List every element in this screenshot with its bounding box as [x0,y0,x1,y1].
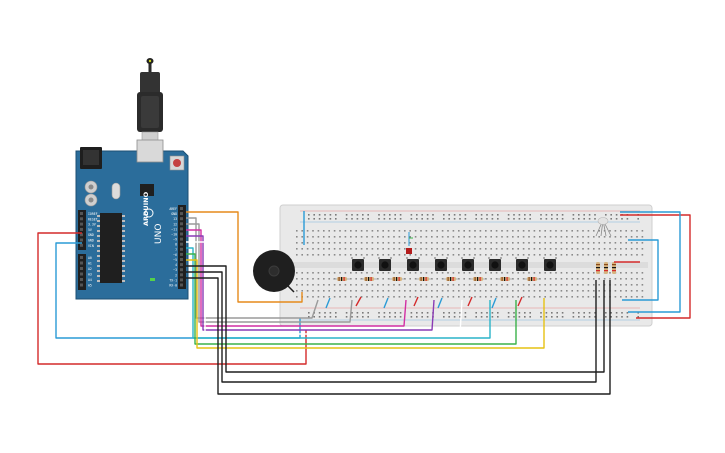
wire-green-d6 [186,253,517,345]
resistor [360,277,378,281]
wire-cyan-d7 [186,247,491,339]
wire-white-d8 [186,241,463,335]
resistor [442,277,460,281]
pin-label: A0 [88,256,92,260]
usb-port [136,139,164,163]
pin-label: IOREF [88,212,98,216]
pin-label: A4 [88,278,92,282]
pin-label: 3.3V [88,223,96,227]
resistor [523,277,541,281]
wire-blue-gnd [55,242,301,339]
pin-label: VIN [88,244,94,248]
usb-cable[interactable] [137,58,163,143]
pin-label: RX-0 [169,284,177,288]
wire-red-rail-right [620,214,691,319]
piezo-buzzer[interactable] [253,250,295,293]
wire-purple-d9 [186,235,435,331]
pin-label: 13 [173,217,177,221]
resistor [496,277,514,281]
resistor [612,262,616,274]
rgb-led[interactable] [595,217,612,237]
pushbutton[interactable] [434,257,448,271]
pushbutton[interactable] [543,257,557,271]
wire-blue-rgb [622,239,659,301]
wire-gray-d12 [186,217,319,319]
pin-label: 12 [173,222,177,226]
pushbutton[interactable] [461,257,475,271]
wires[interactable] [37,211,691,395]
pin-label: GND [171,212,177,216]
pin-label: TX-1 [169,278,177,282]
wire-yellow-d5 [186,259,545,349]
pin-label: A2 [88,267,92,271]
pin-label: 2 [175,273,177,277]
pin-label: A5 [88,284,92,288]
pin-label: ~6 [173,253,177,257]
wire-black-d2 [186,277,611,395]
pin-label: RESET [88,217,98,221]
wire-blue-rail-right [620,211,681,313]
resistor [604,262,608,274]
pin-label: ~11 [171,227,177,231]
resistor [333,277,351,281]
pin-label: A1 [88,262,92,266]
pin-label: ~3 [173,268,177,272]
resistor [415,277,433,281]
arduino-brand-label: ARDUINO [142,191,150,226]
pin-label: ~9 [173,238,177,242]
pushbutton[interactable] [406,257,420,271]
wire-gray-d11 [186,223,353,323]
pin-label: ~5 [173,258,177,262]
pin-label: 5V [88,228,92,232]
wire-orange-buzzer [186,211,303,303]
pushbutton[interactable] [351,257,365,271]
pin-label: A3 [88,273,92,277]
analog-header [78,254,86,290]
pin-label: AREF [169,207,177,211]
arduino-model-label: UNO [154,224,164,244]
pin-label: GND [88,239,94,243]
pin-label: 4 [175,263,177,267]
pushbutton[interactable] [378,257,392,271]
breadboard-holes [296,214,644,318]
wire-black-d4 [186,265,605,373]
arduino-uno-board[interactable]: ARDUINO UNO IOREFRESET3.3V5VGNDGNDVINA0A… [75,58,189,300]
wire-red-5v [37,232,307,365]
digital-header [178,205,186,289]
pin-label: GND [88,233,94,237]
wire-black-d3 [186,271,597,383]
pin-label: ~10 [171,233,177,237]
resistor [388,277,406,281]
red-led[interactable] [406,232,413,254]
resistor [469,277,487,281]
pushbutton[interactable] [488,257,502,271]
resistor [596,262,600,274]
pushbutton[interactable] [515,257,529,271]
wire-magenta-d10 [186,229,407,327]
atmega-chip [100,213,122,283]
resistor-row [333,262,616,281]
pin-label: 8 [175,243,177,247]
pushbutton-row[interactable] [351,257,557,271]
pin-label: 7 [175,248,177,252]
